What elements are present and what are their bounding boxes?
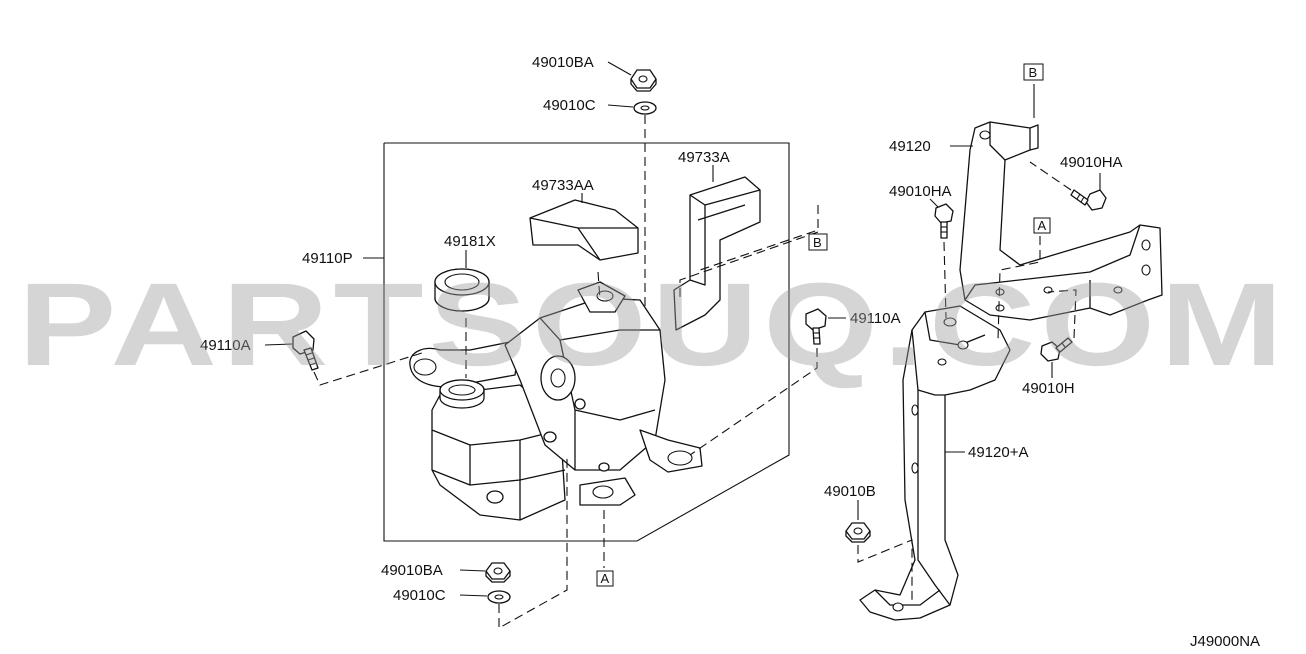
heat-shield-icon-49733A[interactable] (673, 176, 761, 331)
ref-marker-B-left: B (808, 233, 828, 251)
center-line-B-left-b (679, 231, 819, 300)
pump-reservoir-body-icon[interactable] (409, 281, 703, 521)
label-49010B: 49010B (824, 483, 876, 500)
nut-icon-49010BA-bottom[interactable] (485, 562, 511, 583)
bolt-icon-49110A-right[interactable] (805, 308, 827, 345)
washer-icon-49010C-top[interactable] (633, 101, 657, 115)
assembly-outline-49110P (383, 142, 790, 542)
bolt-icon-49010HA-left[interactable] (934, 203, 954, 239)
label-49010C-top: 49010C (543, 97, 596, 114)
watermark-logo: PARTSOUQ.COM (18, 259, 1288, 391)
label-49010C-bottom: 49010C (393, 587, 446, 604)
svg-text:A: A (1038, 218, 1047, 233)
label-49120-A: 49120+A (968, 444, 1028, 461)
lower-bracket-icon-49120A[interactable] (859, 305, 1011, 621)
ref-marker-A-right: A (1033, 217, 1051, 234)
center-line-cap-bracket (597, 271, 601, 301)
nut-icon-49010BA-top[interactable] (630, 69, 657, 92)
bolt-icon-49110A-left[interactable] (292, 330, 319, 371)
leader-49010C-top (607, 104, 634, 108)
insulator-pad-icon-49733AA[interactable] (529, 199, 639, 261)
center-line-A-right (997, 236, 1041, 341)
label-49010BA-top: 49010BA (532, 54, 594, 71)
center-line-bottom (498, 455, 568, 629)
bolt-icon-49010H[interactable] (1040, 337, 1073, 362)
leader-49010BA-top (607, 61, 632, 76)
ref-marker-B-top: B (1023, 63, 1044, 81)
label-49120: 49120 (889, 138, 931, 155)
center-line-B-left-a (699, 205, 819, 271)
center-line-49110A-right (689, 348, 818, 456)
center-line-49010H (1047, 289, 1077, 339)
leader-49010BA-bottom (459, 569, 486, 572)
leader-49010HA-left (929, 198, 939, 208)
label-49010BA-bottom: 49010BA (381, 562, 443, 579)
label-49010HA-left: 49010HA (889, 183, 952, 200)
label-49010H: 49010H (1022, 380, 1075, 397)
label-49733AA: 49733AA (532, 177, 594, 194)
label-49181X: 49181X (444, 233, 496, 250)
svg-text:A: A (601, 571, 610, 586)
svg-text:B: B (813, 235, 822, 250)
center-line-49010HA-left (943, 241, 947, 319)
center-line-49010B (857, 539, 913, 600)
label-49110P: 49110P (302, 250, 353, 267)
bolt-icon-49010HA-right[interactable] (1070, 189, 1107, 211)
svg-text:B: B (1029, 65, 1038, 80)
washer-icon-49010C-bottom[interactable] (487, 590, 511, 604)
leader-49010C-bottom (459, 594, 488, 597)
label-49110A-left: 49110A (200, 337, 251, 354)
upper-bracket-icon-49120[interactable] (959, 121, 1163, 321)
center-line-49110A-left (313, 351, 426, 386)
label-49010HA-right: 49010HA (1060, 154, 1123, 171)
leader-49110A-left (264, 343, 293, 346)
label-49733A: 49733A (678, 149, 730, 166)
nut-icon-49010B[interactable] (845, 522, 871, 543)
label-49110A-right: 49110A (850, 310, 901, 327)
reservoir-cap-icon-49181X[interactable] (434, 268, 490, 312)
center-line-49010HA-right (1029, 161, 1072, 191)
ref-marker-A-bottom: A (596, 570, 614, 587)
diagram-code: J49000NA (1190, 633, 1260, 650)
